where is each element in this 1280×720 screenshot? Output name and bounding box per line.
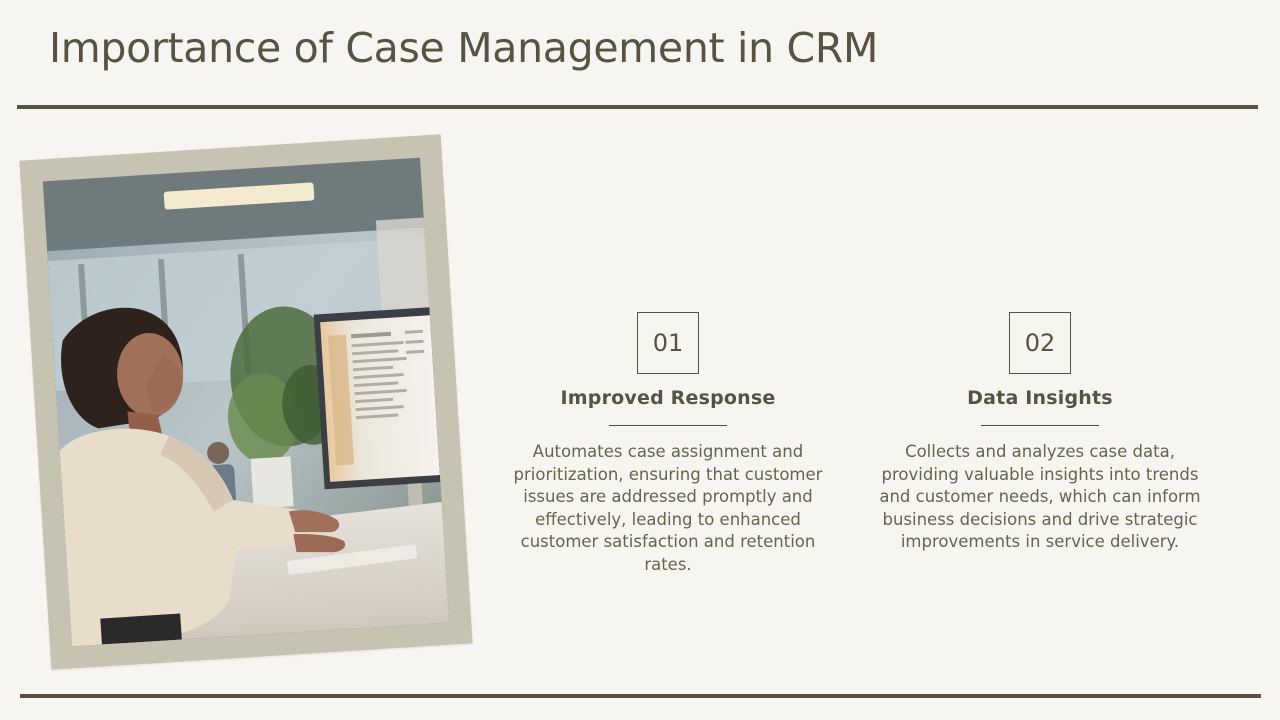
photo-frame [19, 134, 473, 670]
title-divider [17, 105, 1258, 109]
feature-description: Automates case assignment and prioritiza… [513, 442, 823, 574]
slide-title: Importance of Case Management in CRM [49, 24, 879, 72]
feature-data-insights: 02 Data Insights Collects and analyzes c… [870, 312, 1210, 554]
footer-divider [20, 694, 1261, 698]
feature-number-box: 02 [1009, 312, 1071, 374]
feature-title: Improved Response [560, 387, 776, 409]
feature-improved-response: 01 Improved Response Automates case assi… [498, 312, 838, 576]
feature-title: Data Insights [967, 387, 1113, 409]
feature-number-box: 01 [637, 312, 699, 374]
feature-divider [981, 425, 1099, 426]
feature-divider [609, 425, 727, 426]
photo-woman-at-computer [42, 157, 450, 647]
feature-description: Collects and analyzes case data, providi… [879, 442, 1201, 551]
office-photo-illustration [42, 157, 450, 647]
